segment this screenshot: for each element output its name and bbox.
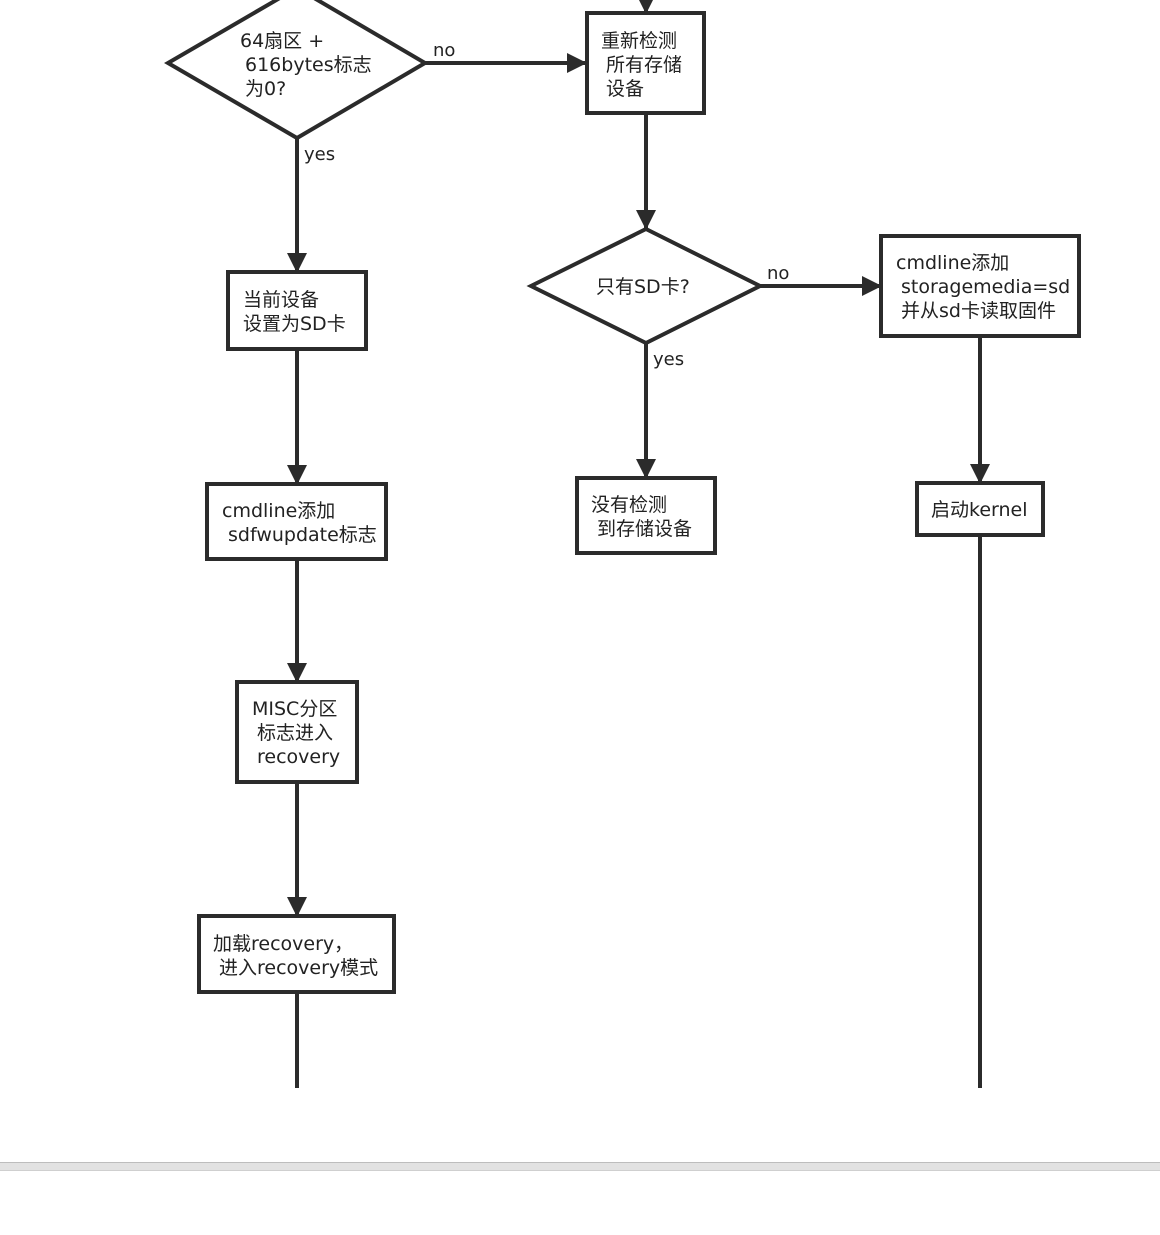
edge-label-sd-yes: yes [653,349,684,370]
process-misc-recovery-label: MISC分区 标志进入 recovery [252,698,343,768]
process-start-kernel-shape [915,481,1045,537]
process-cmdline-update-label: cmdline添加 sdfwupdate标志 [222,500,377,546]
process-no-storage-shape [575,476,717,555]
process-misc-recovery-shape [235,680,359,784]
decision-only-sd-shape [526,226,765,346]
process-cmdline-storage-shape [879,234,1081,338]
decision-sector-label: 64扇区 + 616bytes标志 为0? [240,30,378,100]
process-set-sd-label: 当前设备 设置为SD卡 [243,289,346,335]
edge-label-sector-yes: yes [304,144,335,165]
process-load-recovery-shape [197,914,396,994]
process-rescan-shape [585,11,706,115]
edge-label-sd-no: no [767,263,789,284]
process-set-sd-shape [226,270,368,351]
process-cmdline-update-shape [205,482,388,561]
decision-only-sd-label: 只有SD卡? [596,276,690,298]
process-rescan-label: 重新检测 所有存储 设备 [601,30,688,100]
horizontal-scrollbar[interactable] [0,1162,1160,1171]
process-cmdline-storage-label: cmdline添加 storagemedia=sd 并从sd卡读取固件 [896,252,1076,322]
flowchart: no yes no yes 64扇区 + 616bytes标志 为0? 重新检测… [164,0,1081,1088]
decision-sector-shape [164,0,429,141]
process-start-kernel-label: 启动kernel [931,499,1028,521]
process-load-recovery-label: 加载recovery， 进入recovery模式 [213,933,378,979]
process-no-storage-label: 没有检测 到存储设备 [591,494,692,540]
edge-label-sector-no: no [433,40,455,61]
